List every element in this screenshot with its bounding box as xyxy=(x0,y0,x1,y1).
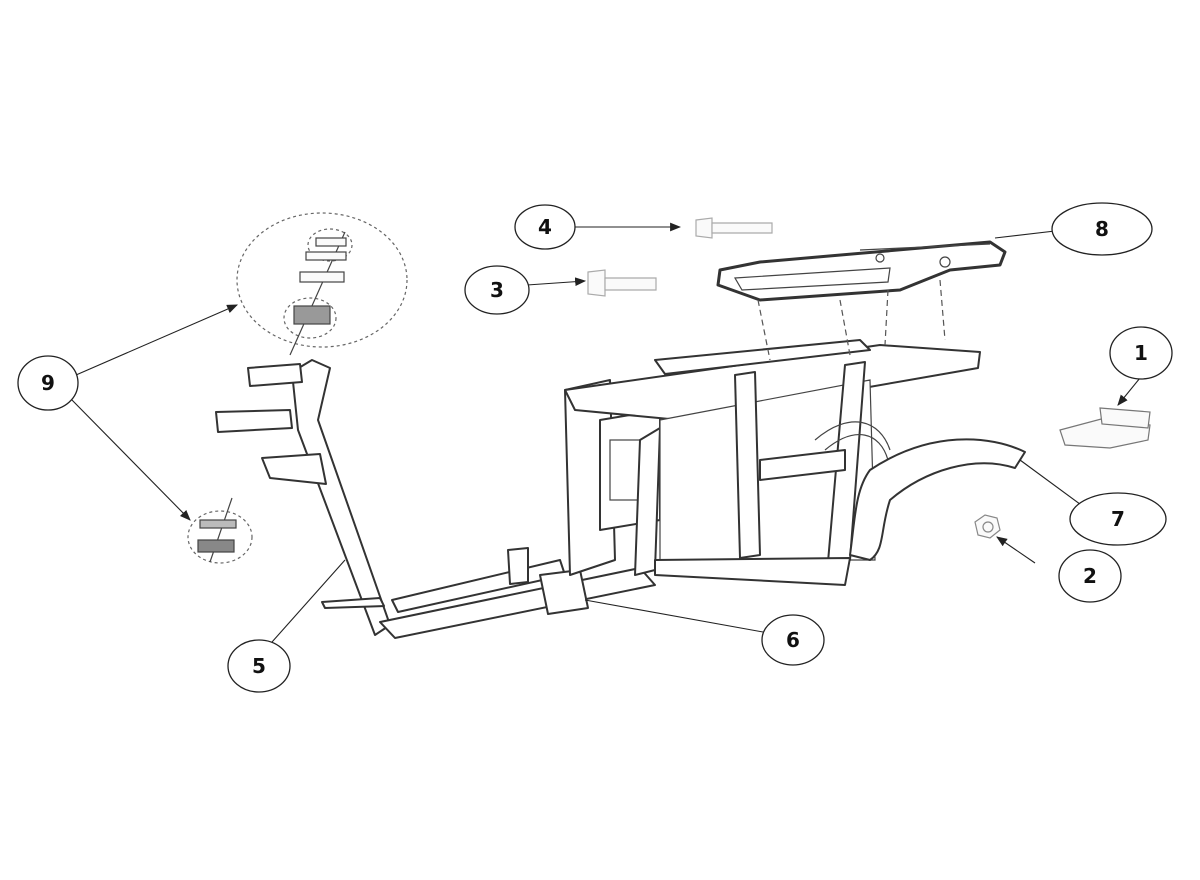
svg-text:9: 9 xyxy=(41,371,55,395)
svg-text:4: 4 xyxy=(538,215,552,239)
bolt-3 xyxy=(587,269,657,297)
svg-text:3: 3 xyxy=(490,278,504,302)
callout-3: 3 xyxy=(464,265,530,315)
scooter-frame xyxy=(215,339,981,639)
steering-bearing-detail xyxy=(236,212,408,356)
callout-5: 5 xyxy=(227,639,291,693)
callout-4: 4 xyxy=(514,204,576,250)
callout-1: 1 xyxy=(1109,326,1173,380)
bracket-1 xyxy=(1059,407,1151,449)
svg-text:5: 5 xyxy=(252,654,266,678)
svg-text:2: 2 xyxy=(1083,564,1097,588)
svg-text:6: 6 xyxy=(786,628,800,652)
svg-text:8: 8 xyxy=(1095,217,1109,241)
callout-9: 9 xyxy=(17,355,79,411)
rear-rack xyxy=(716,240,1007,302)
callout-2: 2 xyxy=(1058,549,1122,603)
lower-bearing-detail xyxy=(187,497,253,564)
nut-2 xyxy=(974,514,1001,539)
svg-text:7: 7 xyxy=(1111,507,1125,531)
svg-text:1: 1 xyxy=(1134,341,1148,365)
rear-fender xyxy=(849,438,1026,561)
callout-6: 6 xyxy=(761,614,825,666)
callout-8: 8 xyxy=(1051,202,1153,256)
bolt-4 xyxy=(695,217,773,239)
callout-7: 7 xyxy=(1069,492,1167,546)
rack-mount-guides xyxy=(757,279,946,361)
